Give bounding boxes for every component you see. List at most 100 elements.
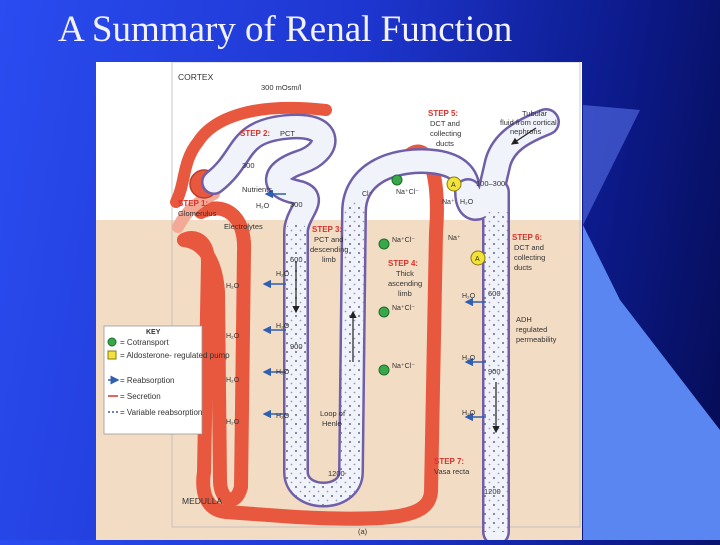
key-title: KEY <box>146 329 161 336</box>
step-7-title: STEP 7: <box>434 457 464 466</box>
cotransport-marker-2 <box>378 238 390 250</box>
osm-600-cd: 600 <box>488 289 501 298</box>
vasa-recta-loop <box>177 201 252 507</box>
step-5-line-3: ducts <box>436 139 454 148</box>
aldosterone-pump-1 <box>446 176 462 192</box>
ion-nacl-2: Na⁺Cl⁻ <box>392 305 415 312</box>
slide-title: A Summary of Renal Function <box>58 9 513 50</box>
ion-h2o-12: H₂O <box>462 410 476 417</box>
ion-h2o-7: H₂O <box>226 377 240 384</box>
step-4-line-2: ascending <box>388 279 422 288</box>
step-3-line-3: limb <box>322 255 336 264</box>
step-1-text: Glomerulus <box>178 209 217 218</box>
label-nutrients: Nutrients <box>242 185 272 194</box>
label-tubular-fluid-3: nephrons <box>510 127 542 136</box>
osm-900-desc: 900 <box>290 342 303 351</box>
label-loop-henle-2: Henle <box>322 419 342 428</box>
step-6-line-2: collecting <box>514 253 545 262</box>
pump-letter-2: A <box>475 256 480 263</box>
ion-h2o-9: H₂O <box>226 419 240 426</box>
step-4-title: STEP 4: <box>388 259 418 268</box>
step-5-line-2: collecting <box>430 129 461 138</box>
osm-300-top: 300 mOsm/l <box>261 83 302 92</box>
ion-h2o-3: H₂O <box>226 283 240 290</box>
step-6-line-1: DCT and <box>514 243 544 252</box>
step-4-line-3: limb <box>398 289 412 298</box>
wedge-upper-shape <box>583 105 640 225</box>
ion-na-1: Na⁺ <box>442 199 455 206</box>
ion-h2o-11: H₂O <box>462 355 476 362</box>
osm-300-pct: 300 <box>242 161 255 170</box>
step-2-label: STEP 2: PCT <box>240 129 295 138</box>
step-6-line-3: ducts <box>514 263 532 272</box>
step-6-title: STEP 6: <box>512 233 542 242</box>
key-pump-symbol <box>107 350 117 360</box>
nephron-tubule-dots <box>285 201 365 505</box>
key-item-pump: = Aldosterone- regulated pump <box>120 351 230 360</box>
step-5-label: STEP 5: DCT and collecting ducts <box>428 109 461 148</box>
ion-h2o-8: H₂O <box>276 413 290 420</box>
label-adh-2: regulated <box>516 325 547 334</box>
osm-900-cd: 900 <box>488 367 501 376</box>
key-box <box>103 325 203 435</box>
osm-600-desc: 600 <box>290 255 303 264</box>
label-medulla: MEDULLA <box>182 496 222 506</box>
key-item-cotransport: = Cotransport <box>120 338 169 347</box>
label-loop-henle-1: Loop of <box>320 409 346 418</box>
step-5-title: STEP 5: <box>428 109 458 118</box>
label-electrolytes: Electrolytes <box>224 222 263 231</box>
figure-caption: (a) <box>358 527 368 536</box>
cotransport-marker-3 <box>378 306 390 318</box>
label-tubular-fluid-1: Tubular <box>522 109 548 118</box>
ion-h2o-10: H₂O <box>462 293 476 300</box>
step-2-text: PCT <box>280 129 295 138</box>
ion-h2o-4: H₂O <box>276 323 290 330</box>
ion-na-2: Na⁺ <box>448 235 461 242</box>
osm-300-desc: 300 <box>290 200 303 209</box>
renal-diagram-figure: A A CORTEX MEDULLA 300 mOsm/l 300 300 60… <box>96 61 582 545</box>
label-cortex: CORTEX <box>178 72 214 82</box>
label-adh-1: ADH <box>516 315 532 324</box>
step-4-label: STEP 4: Thick ascending limb <box>388 259 422 298</box>
ion-h2o-5: H₂O <box>226 333 240 340</box>
key-item-variable: = Variable reabsorption <box>120 408 202 417</box>
renal-diagram-svg: A A CORTEX MEDULLA 300 mOsm/l 300 300 60… <box>96 61 582 545</box>
label-tubular-fluid-2: fluid from cortical <box>500 118 557 127</box>
step-1-label: STEP 1: Glomerulus <box>178 199 217 218</box>
nephron-tubule-fill <box>203 115 479 505</box>
cotransport-marker-1 <box>391 174 403 186</box>
ion-nacl-1: Na⁺Cl⁻ <box>392 237 415 244</box>
key-cotransport-symbol <box>107 337 117 347</box>
key-item-secretion: = Secretion <box>120 392 161 401</box>
diagram-key: KEY = Cotransport = Aldosterone- regulat… <box>103 325 230 435</box>
ion-h2o-13: H₂O <box>460 199 474 206</box>
step-3-line-1: PCT and <box>314 235 343 244</box>
step-2-title: STEP 2: <box>240 129 270 138</box>
step-3-label: STEP 3: PCT and descending limb <box>310 225 348 264</box>
wedge-lower-shape <box>583 225 720 540</box>
step-5-line-1: DCT and <box>430 119 460 128</box>
flow-arrow-cortical <box>511 127 537 145</box>
osm-100-300: 100–300 <box>476 179 505 188</box>
ion-nacl-4: Na⁺Cl⁻ <box>396 189 419 196</box>
ion-h2o-6: H₂O <box>276 369 290 376</box>
key-item-reabsorption: = Reabsorption <box>120 376 174 385</box>
step-6-label: STEP 6: DCT and collecting ducts <box>512 233 545 272</box>
step-7-text: Vasa recta <box>434 467 470 476</box>
osm-1200-loop: 1200 <box>328 469 345 478</box>
step-3-title: STEP 3: <box>312 225 342 234</box>
ion-nacl-3: Na⁺Cl⁻ <box>392 363 415 370</box>
step-4-line-1: Thick <box>396 269 414 278</box>
ion-h2o-2: H₂O <box>276 271 290 278</box>
label-adh-3: permeability <box>516 335 557 344</box>
step-3-line-2: descending <box>310 245 348 254</box>
afferent-vessel <box>170 101 332 208</box>
ion-cl-1: Cl⁻ <box>362 191 373 198</box>
aldosterone-pump-2 <box>470 250 486 266</box>
pump-letter-1: A <box>451 182 456 189</box>
osm-1200-cd: 1200 <box>484 487 501 496</box>
step-7-label: STEP 7: Vasa recta <box>434 457 470 476</box>
step-1-title: STEP 1: <box>178 199 208 208</box>
diagram-frame <box>171 61 581 528</box>
ion-h2o-1: H₂O <box>256 203 270 210</box>
